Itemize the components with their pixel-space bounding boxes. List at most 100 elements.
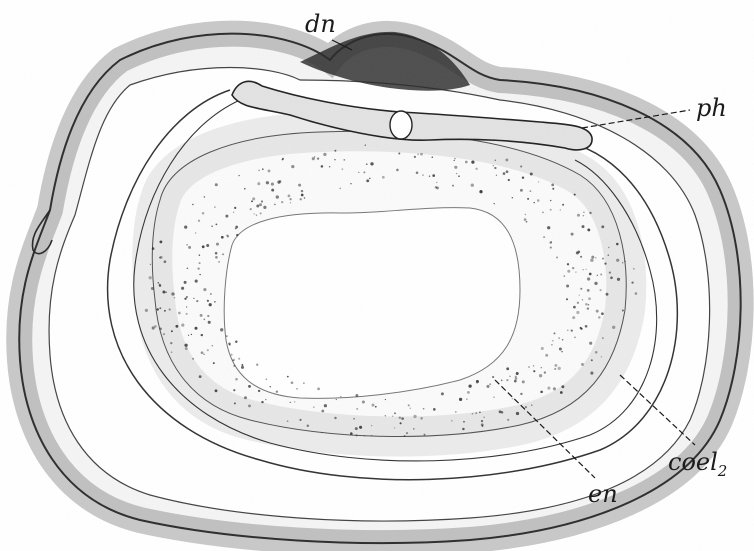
stipple-dot: [171, 292, 174, 295]
stipple-dot: [562, 339, 564, 341]
stipple-dot: [159, 284, 161, 286]
stipple-dot: [631, 281, 633, 283]
stipple-dot: [156, 308, 158, 310]
stipple-dot: [235, 341, 237, 343]
stipple-dot: [481, 420, 483, 422]
stipple-dot: [200, 314, 203, 317]
stipple-dot: [601, 312, 604, 315]
stipple-dot: [589, 212, 591, 214]
stipple-dot: [356, 408, 358, 410]
stipple-dot: [582, 225, 585, 228]
stipple-dot: [171, 330, 173, 332]
stipple-dot: [202, 212, 205, 215]
stipple-dot: [187, 268, 188, 269]
stipple-dot: [206, 244, 209, 247]
stipple-dot: [492, 376, 494, 378]
stipple-dot: [585, 303, 588, 306]
stipple-dot: [270, 386, 271, 387]
stipple-dot: [375, 406, 377, 408]
stipple-dot: [587, 289, 590, 292]
stipple-dot: [417, 153, 419, 155]
stipple-dot: [495, 160, 497, 162]
stipple-dot: [334, 417, 336, 419]
stipple-dot: [441, 392, 444, 395]
stipple-dot: [514, 380, 517, 383]
stipple-dot: [567, 270, 570, 273]
stipple-dot: [455, 411, 457, 413]
stipple-dot: [201, 351, 204, 354]
stipple-dot: [582, 269, 583, 270]
stipple-dot: [550, 247, 552, 249]
stipple-dot: [258, 390, 260, 392]
stipple-dot: [601, 225, 604, 228]
stipple-dot: [607, 254, 609, 256]
stipple-dot: [505, 158, 508, 161]
stipple-dot: [235, 228, 237, 230]
stipple-dot: [550, 209, 552, 211]
stipple-dot: [456, 173, 457, 174]
stipple-dot: [196, 300, 198, 302]
stipple-dot: [254, 213, 255, 214]
stipple-dot: [301, 194, 304, 197]
stipple-dot: [551, 184, 554, 187]
stipple-dot: [429, 175, 430, 176]
stipple-dot: [287, 376, 289, 378]
stipple-dot: [233, 212, 234, 213]
stipple-dot: [413, 428, 415, 430]
stipple-dot: [257, 182, 260, 185]
stipple-dot: [208, 321, 211, 324]
stipple-dot: [476, 380, 479, 383]
stipple-dot: [288, 195, 291, 198]
stipple-dot: [199, 254, 201, 256]
stipple-dot: [215, 389, 218, 392]
stipple-dot: [265, 399, 266, 400]
stipple-dot: [276, 390, 278, 392]
stipple-dot: [231, 354, 233, 356]
stipple-dot: [241, 366, 244, 369]
stipple-dot: [163, 333, 165, 335]
stipple-dot: [516, 412, 519, 415]
stipple-dot: [572, 316, 575, 319]
stipple-dot: [251, 200, 253, 202]
stipple-dot: [579, 294, 580, 295]
stipple-dot: [165, 291, 167, 293]
stipple-dot: [590, 259, 593, 262]
stipple-dot: [234, 402, 236, 404]
stipple-dot: [486, 385, 489, 388]
stipple-dot: [312, 157, 315, 160]
stipple-dot: [362, 400, 365, 403]
stipple-dot: [291, 165, 294, 168]
stipple-dot: [423, 408, 425, 410]
stipple-dot: [261, 200, 263, 202]
stipple-dot: [589, 342, 592, 345]
stipple-dot: [562, 204, 564, 206]
stipple-dot: [279, 180, 282, 183]
stipple-dot: [458, 175, 460, 177]
stipple-dot: [229, 344, 231, 346]
stipple-dot: [551, 344, 553, 346]
stipple-dot: [542, 212, 544, 214]
stipple-dot: [256, 205, 259, 208]
stipple-dot: [413, 415, 416, 418]
stipple-dot: [203, 319, 205, 321]
stipple-dot: [203, 288, 206, 291]
stipple-dot: [580, 288, 582, 290]
stipple-dot: [370, 162, 373, 165]
stipple-dot: [433, 408, 436, 411]
stipple-dot: [207, 315, 209, 317]
stipple-dot: [602, 258, 604, 260]
stipple-dot: [364, 435, 365, 436]
stipple-dot: [588, 304, 590, 306]
stipple-dot: [552, 340, 554, 342]
stipple-dot: [420, 417, 423, 420]
stipple-dot: [602, 337, 603, 338]
stipple-dot: [585, 325, 588, 328]
stipple-dot: [184, 226, 187, 229]
stipple-dot: [340, 396, 341, 397]
stipple-dot: [600, 289, 602, 291]
stipple-dot: [635, 292, 638, 295]
stipple-dot: [633, 268, 635, 270]
stipple-dot: [547, 387, 550, 390]
stipple-dot: [575, 271, 576, 272]
